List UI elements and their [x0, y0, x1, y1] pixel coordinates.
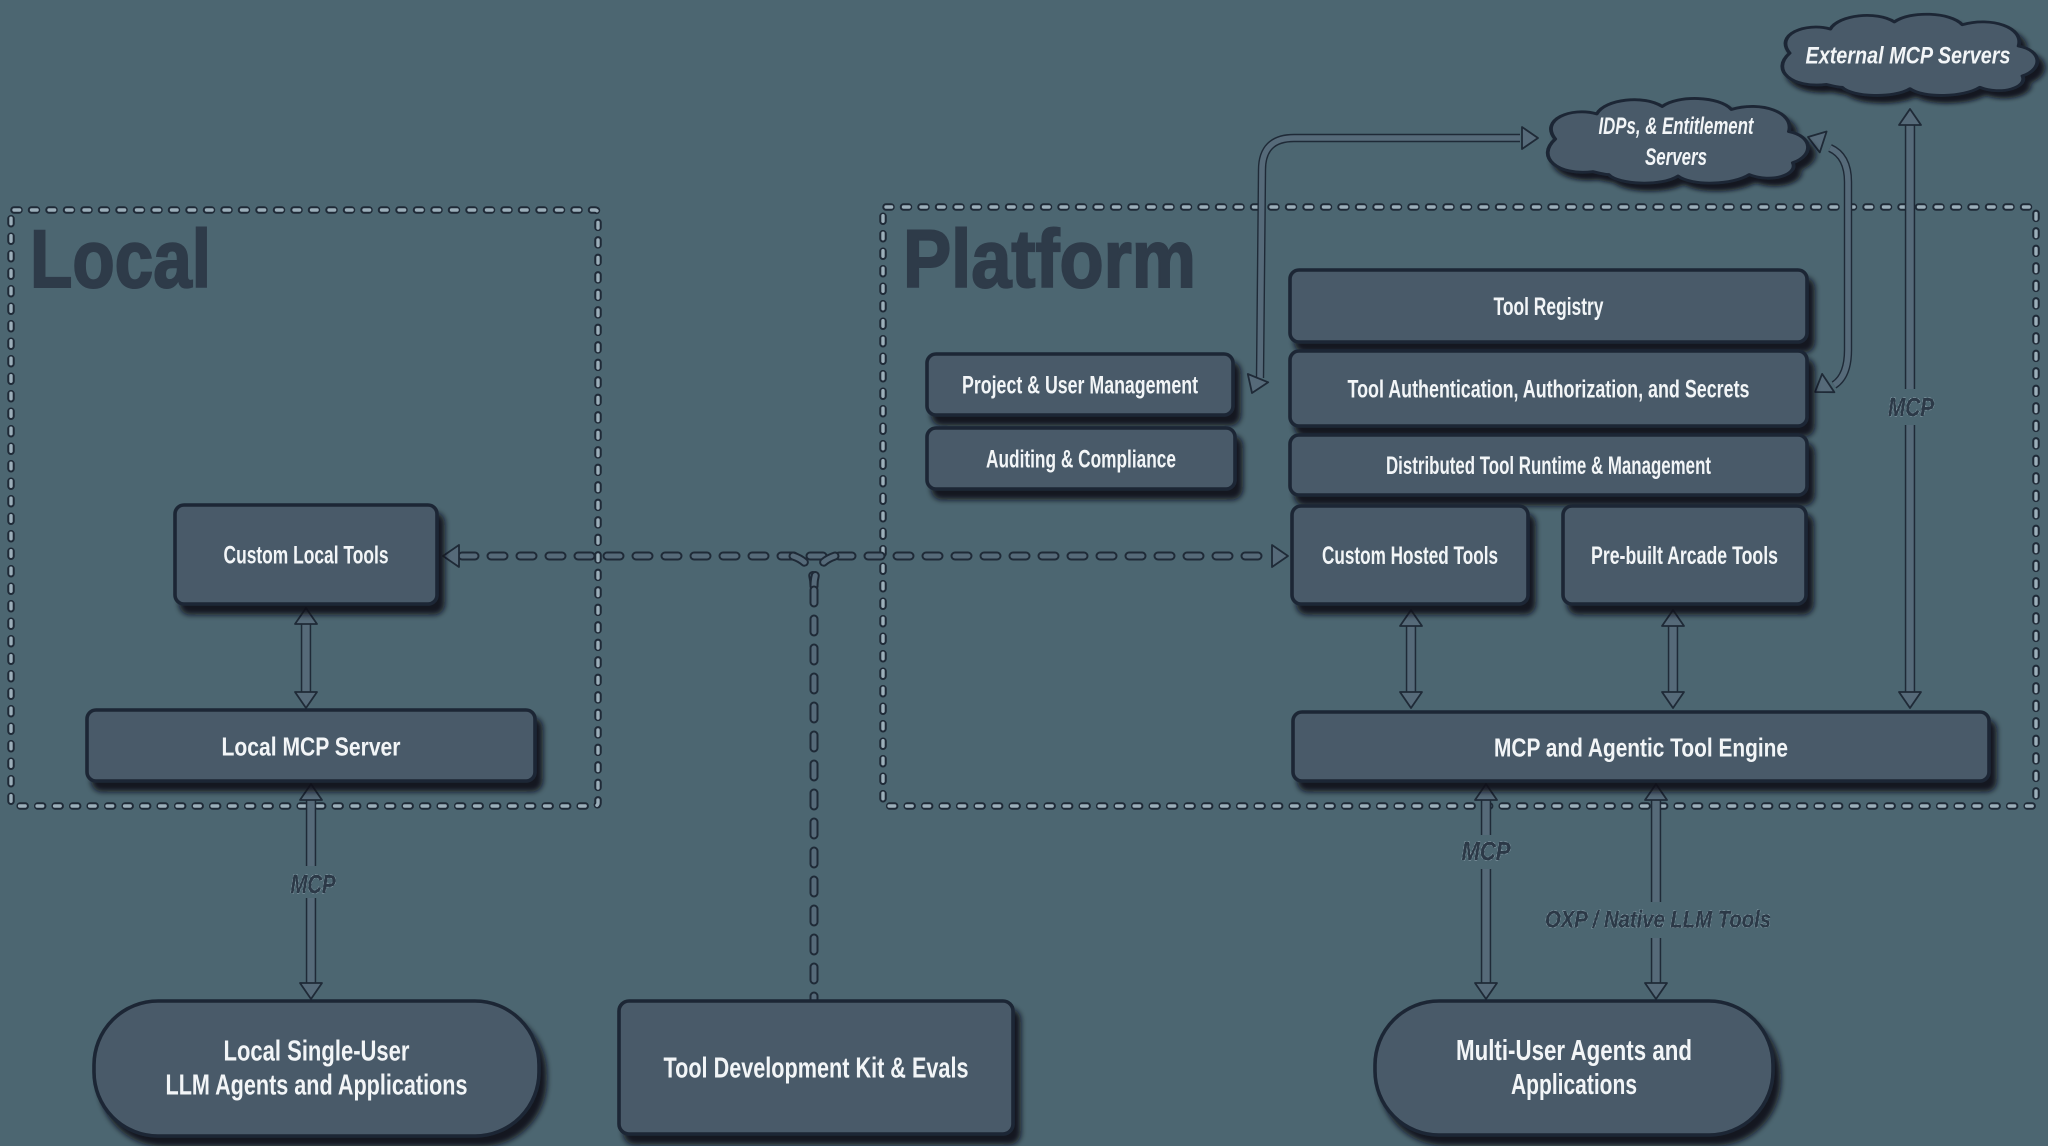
svg-text:MCP and Agentic Tool Engine: MCP and Agentic Tool Engine	[1494, 733, 1788, 763]
svg-text:Custom Hosted Tools: Custom Hosted Tools	[1322, 542, 1498, 570]
svg-text:IDPs, & Entitlement: IDPs, & Entitlement	[1599, 113, 1755, 140]
svg-text:Auditing & Compliance: Auditing & Compliance	[986, 446, 1176, 474]
svg-text:Custom Local Tools: Custom Local Tools	[224, 542, 389, 570]
svg-text:Pre-built Arcade Tools: Pre-built Arcade Tools	[1591, 542, 1778, 570]
svg-text:External MCP Servers: External MCP Servers	[1806, 43, 2011, 70]
svg-text:Local: Local	[30, 214, 211, 305]
svg-text:MCP: MCP	[1888, 392, 1935, 422]
svg-text:MCP: MCP	[1462, 836, 1512, 866]
svg-text:MCP: MCP	[291, 869, 337, 899]
svg-text:LLM Agents and Applications: LLM Agents and Applications	[166, 1070, 468, 1102]
svg-text:Local Single-User: Local Single-User	[224, 1036, 410, 1068]
svg-text:Tool Registry: Tool Registry	[1494, 293, 1604, 321]
svg-text:Applications: Applications	[1511, 1069, 1637, 1101]
svg-text:Platform: Platform	[903, 214, 1196, 305]
svg-text:Tool Authentication, Authoriza: Tool Authentication, Authorization, and …	[1348, 376, 1750, 404]
svg-text:Tool Development Kit & Evals: Tool Development Kit & Evals	[664, 1053, 969, 1085]
svg-text:Project & User Management: Project & User Management	[962, 372, 1198, 400]
svg-text:Distributed Tool Runtime & Man: Distributed Tool Runtime & Management	[1386, 452, 1711, 480]
svg-text:Local MCP Server: Local MCP Server	[222, 732, 401, 762]
svg-text:OXP / Native LLM Tools: OXP / Native LLM Tools	[1545, 907, 1771, 934]
svg-text:Servers: Servers	[1645, 144, 1707, 171]
svg-text:Multi-User Agents and: Multi-User Agents and	[1456, 1035, 1692, 1067]
